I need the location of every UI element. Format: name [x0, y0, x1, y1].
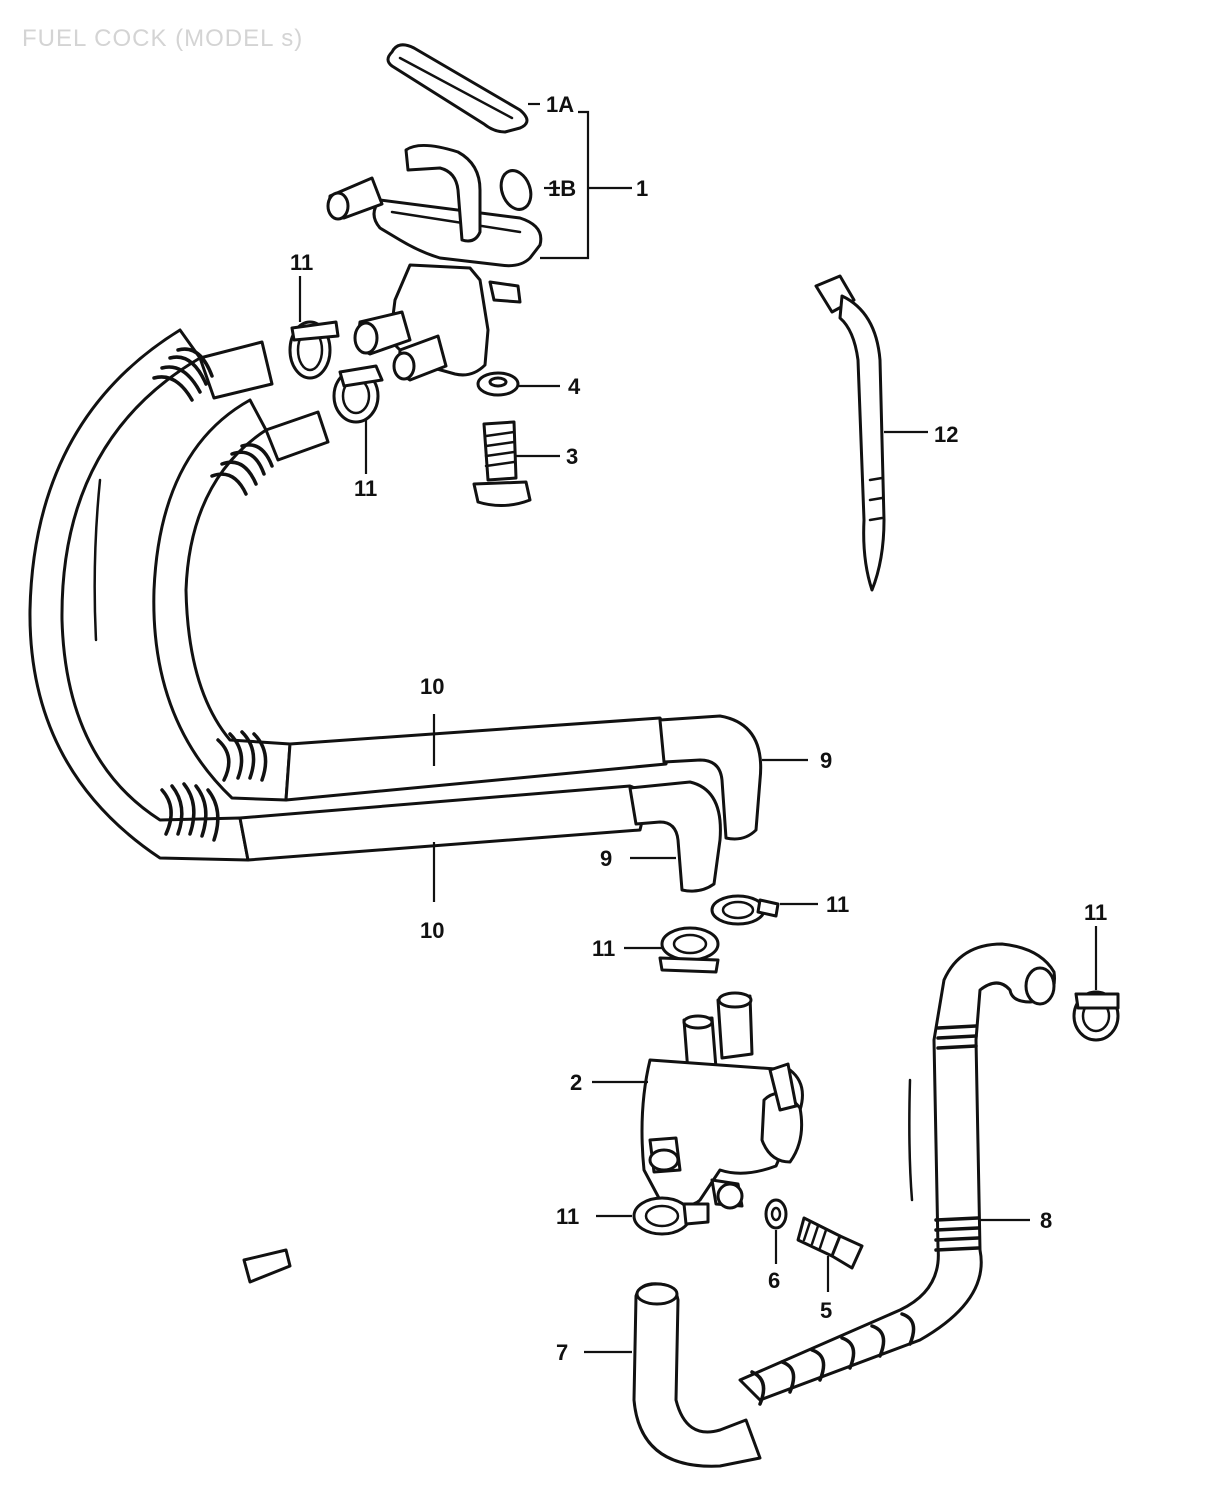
fuel-hose-part-10-outer: [28, 328, 645, 862]
label-part-2: 2: [570, 1070, 582, 1095]
label-part-1a: 1A: [546, 92, 574, 117]
elbow-part-9-lower: [628, 780, 722, 893]
fuel-cock-part-2: [592, 991, 804, 1210]
elbow-part-9-upper: [658, 714, 808, 841]
label-bracket-part-1: [528, 102, 632, 260]
label-part-11-middle-left: 11: [592, 936, 615, 961]
fuel-hose-part-8: [738, 942, 1056, 1406]
label-part-3: 3: [566, 444, 578, 469]
tube-part-12: [814, 274, 928, 592]
clamp-part-11-middle-right: [710, 894, 818, 926]
screw-part-5: [796, 1216, 864, 1292]
label-part-12: 12: [934, 422, 958, 447]
clamp-part-11-lower-left: [596, 1196, 710, 1236]
clamp-part-11-right: [1072, 926, 1120, 1042]
label-part-11-middle-right: 11: [826, 892, 849, 917]
fuel-hose-part-7: [584, 1282, 762, 1468]
brand-mark: [242, 1248, 292, 1284]
label-part-8: 8: [1040, 1208, 1052, 1233]
clamp-part-11-middle-left: [624, 926, 720, 974]
diagram-title: FUEL COCK (MODEL s): [22, 25, 303, 52]
washer-part-4: [476, 371, 560, 397]
fuel-hose-part-10-inner: [152, 398, 670, 802]
label-part-1: 1: [636, 176, 648, 201]
label-part-10-upper: 10: [420, 674, 444, 699]
label-part-5: 5: [820, 1298, 832, 1323]
clamp-part-11-upper-right: [332, 364, 384, 474]
label-part-6: 6: [768, 1268, 780, 1293]
bolt-part-3: [472, 420, 560, 507]
o-ring-part-1b: [499, 169, 533, 211]
label-part-9-upper: 9: [820, 748, 832, 773]
fuel-cock-part-1: [326, 144, 543, 382]
label-part-7: 7: [556, 1340, 568, 1365]
label-part-9-lower: 9: [600, 846, 612, 871]
gasket-part-1a: [386, 43, 529, 134]
label-part-4: 4: [568, 374, 581, 399]
label-part-11-right: 11: [1084, 900, 1107, 925]
label-part-1b: 1B: [548, 176, 576, 201]
label-part-11-lower-left: 11: [556, 1204, 579, 1229]
label-part-11-upper-left: 11: [290, 250, 313, 275]
clamp-part-11-upper-left: [288, 276, 340, 380]
label-part-11-upper-right: 11: [354, 476, 377, 501]
label-part-10-lower: 10: [420, 918, 444, 943]
washer-part-6: [764, 1198, 788, 1264]
